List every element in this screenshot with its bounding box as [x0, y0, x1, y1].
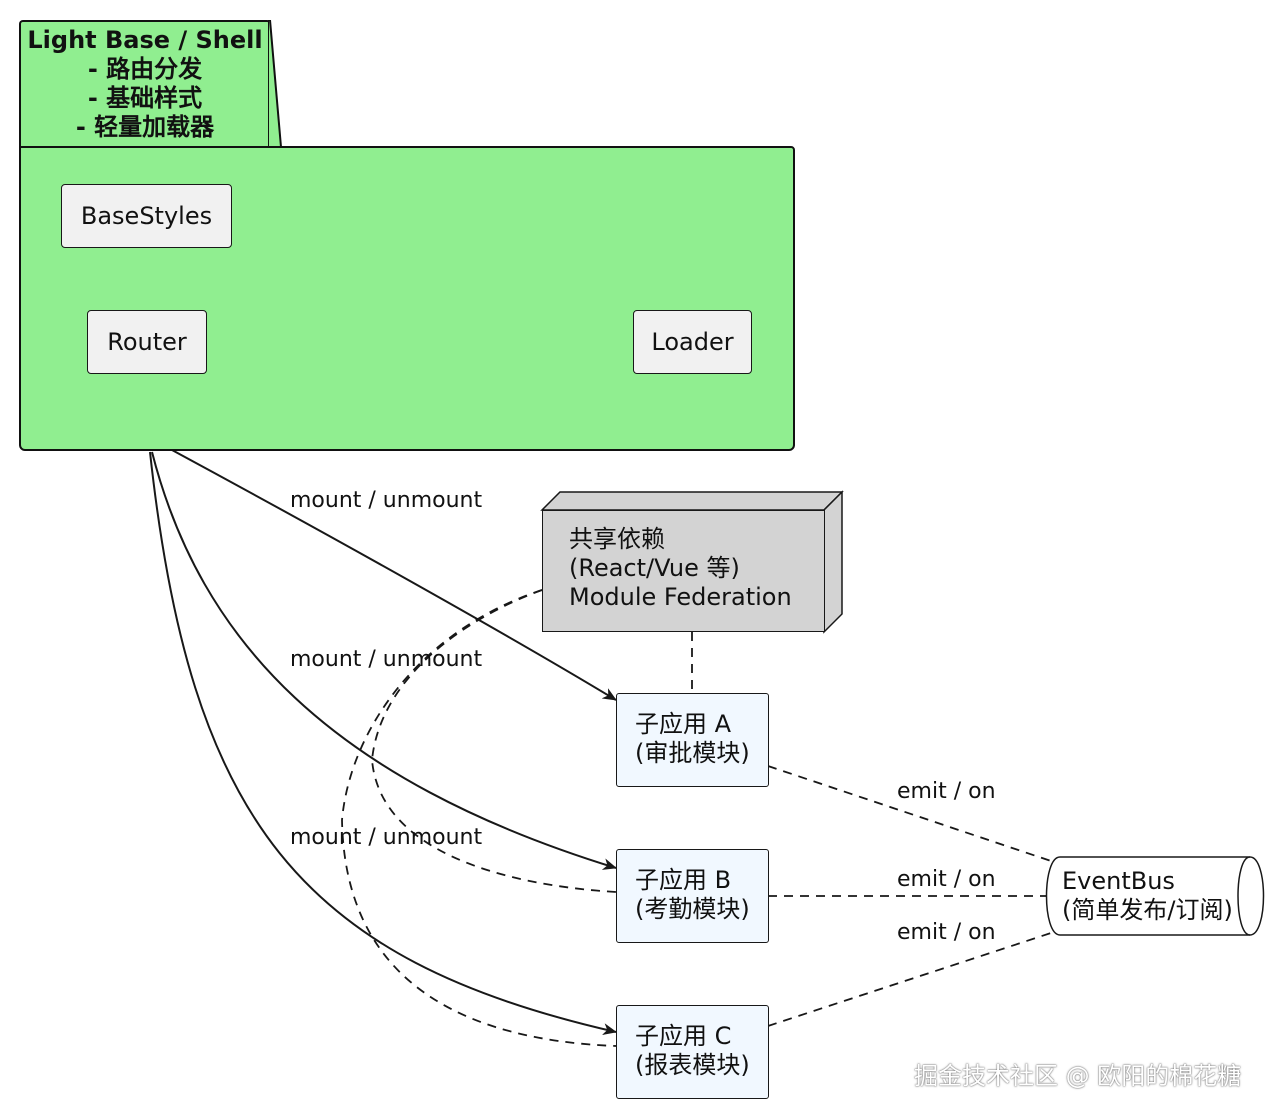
shared-deps-node[interactable]: 共享依赖 (React/Vue 等) Module Federation — [542, 510, 825, 632]
shared-edge-b — [371, 589, 617, 893]
eventbus-cap — [1237, 856, 1251, 936]
mount-label-c: mount / unmount — [290, 825, 483, 850]
subapp-a-name: 子应用 A — [635, 710, 732, 738]
subapp-c-desc: (报表模块) — [635, 1051, 750, 1079]
basestyles-component[interactable]: BaseStyles — [61, 184, 232, 248]
shared-deps-frameworks: (React/Vue 等) — [569, 554, 740, 582]
loader-label: Loader — [651, 328, 734, 356]
subapp-b-name: 子应用 B — [635, 866, 732, 894]
emit-label-a: emit / on — [897, 779, 996, 804]
loader-component[interactable]: Loader — [633, 310, 752, 374]
eventbus-title: EventBus — [1062, 867, 1175, 895]
bus-edge-c — [767, 931, 1055, 1027]
router-component[interactable]: Router — [87, 310, 207, 374]
package-bullet-styles: - 基础样式 — [87, 84, 203, 112]
watermark: 掘金技术社区 @ 欧阳的棉花糖 — [914, 1062, 1242, 1090]
shared-node-side — [823, 490, 843, 634]
mount-label-b: mount / unmount — [290, 647, 483, 672]
mount-edge-b — [151, 451, 617, 870]
eventbus-node[interactable]: EventBus (简单发布/订阅) — [1062, 867, 1233, 925]
package-tab-slant — [268, 20, 282, 148]
shared-node-top — [540, 491, 844, 511]
subapp-c-name: 子应用 C — [635, 1022, 732, 1050]
shared-edge-c — [341, 589, 617, 1047]
subapp-b-desc: (考勤模块) — [635, 895, 750, 923]
subapp-a[interactable]: 子应用 A (审批模块) — [616, 693, 769, 787]
package-bullet-loader: - 轻量加载器 — [75, 113, 215, 141]
router-label: Router — [107, 328, 187, 356]
basestyles-label: BaseStyles — [80, 202, 213, 230]
package-bullet-routing: - 路由分发 — [87, 55, 203, 83]
mount-label-a: mount / unmount — [290, 488, 483, 513]
subapp-b[interactable]: 子应用 B (考勤模块) — [616, 849, 769, 943]
emit-label-b: emit / on — [897, 867, 996, 892]
shared-deps-federation: Module Federation — [569, 583, 792, 611]
mount-edge-c — [149, 451, 617, 1035]
subapp-c[interactable]: 子应用 C (报表模块) — [616, 1005, 769, 1099]
package-title: Light Base / Shell — [27, 26, 263, 54]
emit-label-c: emit / on — [897, 920, 996, 945]
shared-deps-title: 共享依赖 — [569, 525, 665, 553]
package-tab: Light Base / Shell - 路由分发 - 基础样式 - 轻量加载器 — [19, 20, 271, 148]
subapp-a-desc: (审批模块) — [635, 739, 750, 767]
mount-edge-a — [171, 449, 617, 701]
bus-edge-a — [767, 765, 1055, 863]
eventbus-desc: (简单发布/订阅) — [1062, 896, 1233, 924]
